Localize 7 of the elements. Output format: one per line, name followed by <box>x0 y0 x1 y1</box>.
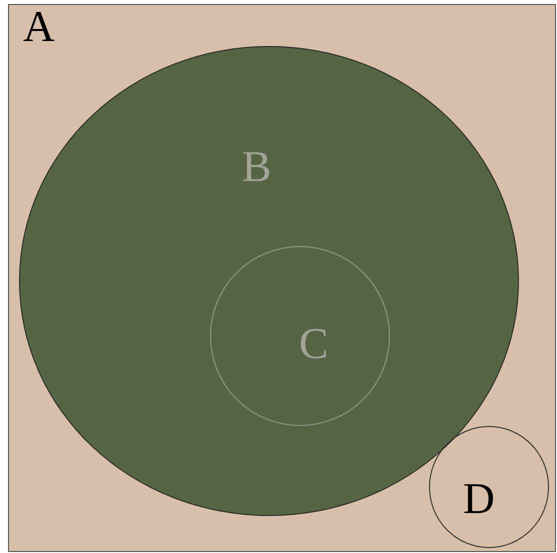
set-label: A <box>23 5 55 49</box>
set-label: C <box>299 322 328 366</box>
set-label: B <box>242 145 272 189</box>
set-circle <box>210 246 390 426</box>
region-box <box>8 4 556 552</box>
set-circle <box>429 426 549 548</box>
set-label: D <box>463 477 495 521</box>
